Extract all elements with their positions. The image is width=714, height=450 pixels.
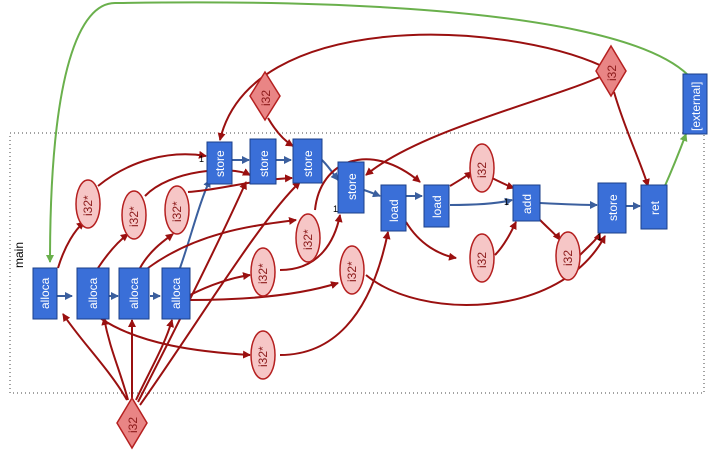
svg-text:1: 1: [597, 232, 602, 242]
control-edges: [57, 156, 641, 300]
store-node[interactable]: store 1: [597, 182, 627, 242]
store-node[interactable]: store: [249, 138, 277, 185]
svg-text:store: store: [345, 173, 359, 200]
int-value-node[interactable]: i32: [469, 143, 495, 193]
load-node[interactable]: load: [423, 184, 450, 228]
svg-text:alloca: alloca: [38, 277, 52, 309]
store-node[interactable]: store: [292, 138, 323, 184]
constant-node[interactable]: i32: [116, 396, 148, 450]
alloca-node[interactable]: alloca: [118, 267, 150, 320]
pointer-value-node[interactable]: i32*: [339, 245, 365, 295]
svg-text:1: 1: [504, 197, 509, 207]
constant-node[interactable]: i32: [595, 44, 627, 98]
svg-text:i32: i32: [259, 90, 273, 106]
svg-text:i32*: i32*: [301, 229, 315, 250]
svg-text:ret: ret: [648, 200, 662, 215]
external-node[interactable]: [external]: [682, 73, 708, 135]
svg-text:1: 1: [199, 154, 204, 164]
constant-node[interactable]: i32: [249, 70, 281, 122]
svg-text:i32*: i32*: [256, 263, 270, 284]
svg-text:i32: i32: [561, 250, 575, 266]
alloca-node[interactable]: alloca: [76, 267, 110, 320]
alloca-node[interactable]: alloca: [32, 267, 58, 320]
svg-text:load: load: [430, 195, 444, 218]
svg-text:i32*: i32*: [345, 261, 359, 282]
svg-text:load: load: [387, 199, 401, 222]
svg-text:store: store: [257, 150, 271, 177]
svg-text:[external]: [external]: [689, 82, 703, 131]
svg-text:i32: i32: [475, 162, 489, 178]
svg-text:alloca: alloca: [86, 277, 100, 309]
svg-text:i32: i32: [605, 65, 619, 81]
svg-text:i32*: i32*: [81, 195, 95, 216]
alloca-node[interactable]: alloca: [161, 267, 191, 320]
cluster-label: main: [12, 242, 26, 268]
svg-text:i32*: i32*: [170, 201, 184, 222]
svg-text:1: 1: [333, 204, 338, 214]
pointer-value-node[interactable]: i32*: [250, 330, 276, 380]
value-nodes: i32* i32* i32* i32* i32* i32* i32* i32: [75, 143, 581, 380]
call-edge: [663, 133, 688, 189]
svg-text:alloca: alloca: [127, 277, 141, 309]
pointer-value-node[interactable]: i32*: [75, 179, 101, 229]
svg-text:i32: i32: [126, 417, 140, 433]
svg-text:alloca: alloca: [169, 277, 183, 309]
call-edge: [46, 1, 689, 263]
svg-text:store: store: [606, 194, 620, 221]
cluster-main: [9, 132, 705, 394]
int-value-node[interactable]: i32: [469, 233, 495, 283]
pointer-value-node[interactable]: i32*: [250, 247, 276, 297]
data-edges: [57, 33, 650, 406]
add-node[interactable]: add 1: [504, 184, 541, 222]
constant-nodes: i32 i32 i32: [116, 44, 627, 450]
pointer-value-node[interactable]: i32*: [295, 213, 321, 263]
svg-text:store: store: [301, 150, 315, 177]
pointer-value-node[interactable]: i32*: [121, 190, 147, 240]
svg-text:i32: i32: [475, 252, 489, 268]
pointer-value-node[interactable]: i32*: [164, 185, 190, 235]
store-node[interactable]: store 1: [199, 141, 233, 185]
svg-text:store: store: [213, 150, 227, 177]
svg-text:i32*: i32*: [127, 206, 141, 227]
svg-text:i32*: i32*: [256, 346, 270, 367]
svg-text:add: add: [520, 194, 534, 214]
load-node[interactable]: load: [380, 184, 407, 232]
ret-node[interactable]: ret: [640, 184, 668, 230]
int-value-node[interactable]: i32: [555, 231, 581, 281]
store-node[interactable]: store 1: [333, 161, 365, 214]
instruction-nodes: alloca alloca alloca alloca store 1 stor…: [32, 73, 708, 320]
